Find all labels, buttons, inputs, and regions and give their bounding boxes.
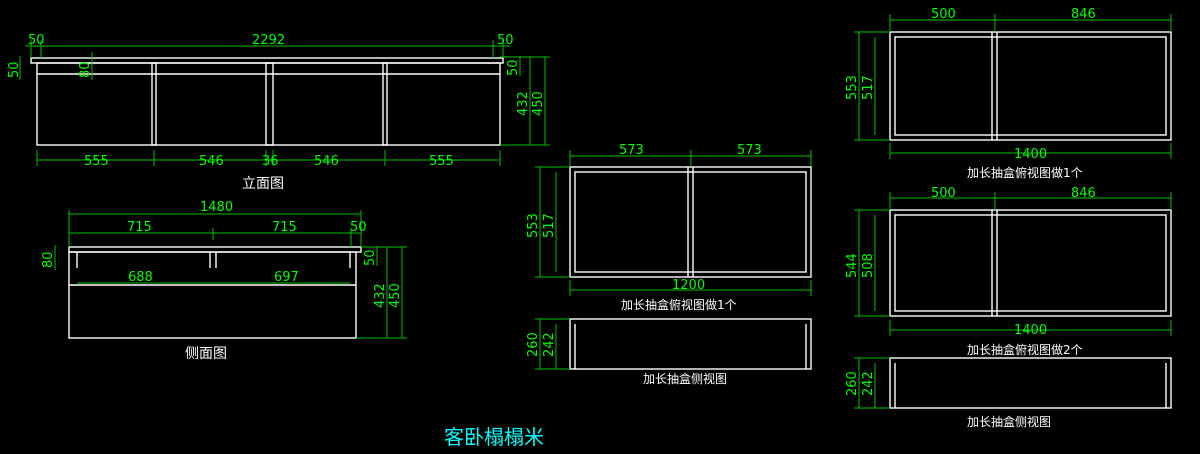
elev-dim-h-outer: 450 [531, 91, 546, 116]
elev-dim-seg4: 555 [429, 154, 454, 169]
d1400a-dim-depth-inner: 517 [861, 75, 876, 100]
elev-dim-total: 2292 [252, 33, 285, 48]
d1400a-dim-depth-outer: 553 [845, 75, 860, 100]
side-label: 侧面图 [185, 346, 227, 362]
d1200-dim-depth-inner: 517 [542, 213, 557, 238]
side-dim-inner-right: 697 [274, 270, 299, 285]
side-dim-total: 1480 [200, 200, 233, 215]
d1400a-dim-right: 846 [1071, 7, 1096, 22]
d1200-dim-width: 1200 [672, 278, 705, 293]
side-dim-h-outer: 450 [388, 283, 403, 308]
side-view: 1480 715 715 50 80 688 697 50 432 450 侧面… [41, 200, 407, 362]
d1400b-label: 加长抽盒俯视图做2个 [967, 342, 1083, 357]
side-dim-end: 50 [350, 220, 367, 235]
d1400b-dim-width: 1400 [1014, 323, 1047, 338]
elev-dim-top-left: 50 [7, 61, 22, 78]
drawer-1200-top-view: 573 573 553 517 1200 加长抽盒俯视图做1个 [526, 143, 812, 312]
side-dim-h-inner: 432 [373, 283, 388, 308]
d1200s-label: 加长抽盒侧视图 [643, 371, 727, 386]
side-dim-inner-left: 688 [128, 270, 153, 285]
elev-dim-right-end: 50 [497, 33, 514, 48]
drawer-1400-top-view-a: 500 846 553 517 1400 加长抽盒俯视图做1个 [845, 7, 1172, 180]
d1400b-dim-left: 500 [931, 186, 956, 201]
elev-dim-seg1: 555 [84, 154, 109, 169]
side-dim-half-right: 715 [272, 220, 297, 235]
d1200-dim-depth-outer: 553 [526, 213, 541, 238]
elev-dim-top-right: 50 [506, 59, 521, 76]
drawing-title: 客卧榻榻米 [444, 425, 544, 449]
d1400b-dim-depth-outer: 544 [845, 253, 860, 278]
elev-dim-left-end: 50 [28, 33, 45, 48]
d1200-dim-left: 573 [619, 143, 644, 158]
d1400b-dim-right: 846 [1071, 186, 1096, 201]
d1400s-label: 加长抽盒侧视图 [967, 414, 1051, 429]
side-dim-half-left: 715 [127, 220, 152, 235]
elev-dim-mid: 36 [262, 154, 279, 169]
elev-dim-seg2: 546 [199, 154, 224, 169]
side-dim-rail: 80 [41, 251, 56, 268]
elev-dim-h-inner: 432 [516, 91, 531, 116]
drawer-1200-side-view: 260 242 加长抽盒侧视图 [526, 318, 812, 386]
d1200-label: 加长抽盒俯视图做1个 [621, 297, 737, 312]
side-dim-right-top: 50 [363, 249, 378, 266]
elevation-label: 立面图 [242, 176, 284, 192]
d1400a-label: 加长抽盒俯视图做1个 [967, 165, 1083, 180]
d1200s-dim-h-inner: 242 [542, 332, 557, 357]
drawer-1400-top-view-b: 500 846 544 508 1400 加长抽盒俯视图做2个 [845, 186, 1172, 357]
d1400b-dim-depth-inner: 508 [861, 253, 876, 278]
d1200-dim-right: 573 [737, 143, 762, 158]
d1400a-dim-width: 1400 [1014, 147, 1047, 162]
elevation-view: 50 2292 50 50 80 50 432 450 555 546 36 5… [7, 33, 550, 192]
drawer-1400-side-view: 260 242 加长抽盒侧视图 [845, 357, 1172, 429]
d1400s-dim-h-inner: 242 [861, 371, 876, 396]
elev-dim-rail: 80 [78, 61, 93, 78]
elev-dim-seg3: 546 [314, 154, 339, 169]
d1400s-dim-h-outer: 260 [845, 371, 860, 396]
d1200s-dim-h-outer: 260 [526, 332, 541, 357]
d1400a-dim-left: 500 [931, 7, 956, 22]
